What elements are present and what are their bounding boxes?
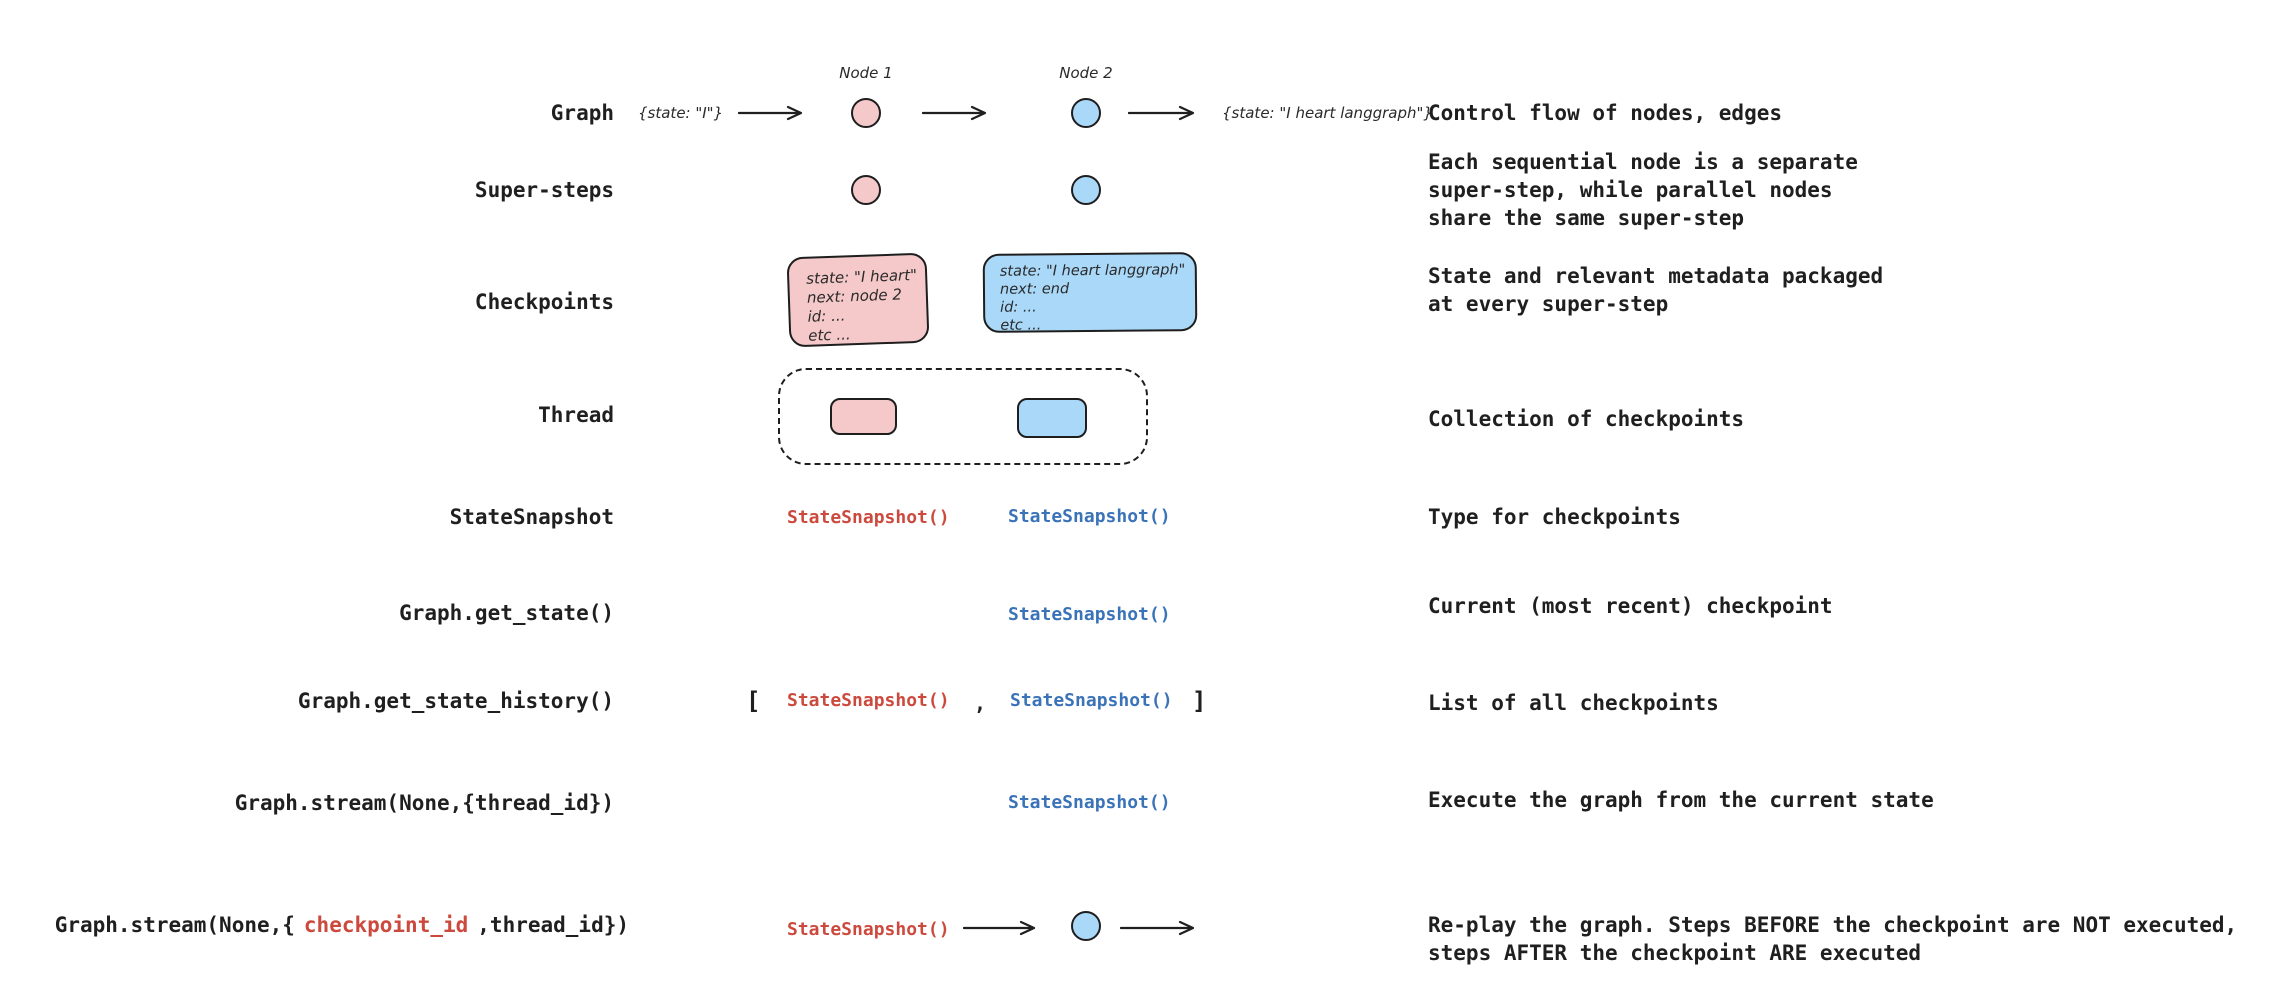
arrow-icon bbox=[738, 105, 803, 121]
history-blue-snapshot-call: StateSnapshot() bbox=[1010, 690, 1173, 711]
replay-node-circle bbox=[1071, 911, 1101, 941]
row-label-checkpoints: Checkpoints bbox=[474, 290, 614, 314]
arrow-icon bbox=[1120, 920, 1195, 936]
graph-input-state-text: {state: "I"} bbox=[638, 104, 724, 122]
row-label-thread: Thread bbox=[538, 403, 614, 427]
checkpoint-pink-box: state: "I heart" next: node 2 id: ... et… bbox=[786, 252, 930, 348]
arrow-icon bbox=[1128, 105, 1195, 121]
desc-state-snapshot: Type for checkpoints bbox=[1428, 505, 1681, 529]
row-label-get-state: Graph.get_state() bbox=[399, 601, 614, 625]
arrow-icon bbox=[963, 920, 1036, 936]
stream-checkpoint-label-prefix: Graph.stream(None,{ bbox=[54, 913, 295, 937]
state-snapshot-red-call: StateSnapshot() bbox=[787, 507, 950, 528]
stream-thread-snapshot-call: StateSnapshot() bbox=[1008, 792, 1171, 813]
stream-checkpoint-id-highlight: checkpoint_id bbox=[303, 913, 469, 937]
node1-title: Node 1 bbox=[839, 64, 893, 82]
row-label-stream-checkpoint: Graph.stream(None,{ checkpoint_id ,thread_… bbox=[0, 911, 629, 939]
history-red-snapshot-call: StateSnapshot() bbox=[787, 690, 950, 711]
state-snapshot-blue-call: StateSnapshot() bbox=[1008, 506, 1171, 527]
desc-graph: Control flow of nodes, edges bbox=[1428, 101, 1783, 125]
row-label-super-steps: Super-steps bbox=[474, 178, 614, 202]
desc-super-steps: Each sequential node is a separate super… bbox=[1428, 150, 1858, 230]
super-step-blue-circle bbox=[1071, 175, 1101, 205]
stream-checkpoint-label-suffix: ,thread_id}) bbox=[477, 913, 629, 937]
desc-get-state-history: List of all checkpoints bbox=[1428, 691, 1719, 715]
thread-dashed-box bbox=[778, 368, 1148, 465]
history-open-bracket: [ bbox=[746, 687, 761, 715]
graph-output-state-text: {state: "I heart langgraph"} bbox=[1222, 104, 1433, 122]
thread-pink-checkpoint bbox=[830, 398, 897, 435]
row-label-stream-thread: Graph.stream(None,{thread_id}) bbox=[234, 791, 614, 815]
checkpoint-blue-box: state: "I heart langgraph" next: end id:… bbox=[982, 252, 1198, 334]
super-step-pink-circle bbox=[851, 175, 881, 205]
thread-blue-checkpoint bbox=[1017, 398, 1087, 438]
desc-thread: Collection of checkpoints bbox=[1428, 407, 1745, 431]
history-close-bracket: ] bbox=[1192, 687, 1207, 715]
desc-checkpoints: State and relevant metadata packaged at … bbox=[1428, 264, 1884, 316]
arrow-icon bbox=[922, 105, 987, 121]
node2-title: Node 2 bbox=[1059, 64, 1113, 82]
get-state-snapshot-call: StateSnapshot() bbox=[1008, 604, 1171, 625]
desc-get-state: Current (most recent) checkpoint bbox=[1428, 594, 1833, 618]
stream-checkpoint-snapshot-call: StateSnapshot() bbox=[787, 919, 950, 940]
node1-circle bbox=[851, 98, 881, 128]
row-label-get-state-history: Graph.get_state_history() bbox=[297, 689, 614, 713]
row-label-graph: Graph bbox=[550, 101, 614, 125]
desc-stream-checkpoint: Re-play the graph. Steps BEFORE the chec… bbox=[1428, 913, 2238, 965]
desc-stream-thread: Execute the graph from the current state bbox=[1428, 788, 1934, 812]
row-label-state-snapshot: StateSnapshot bbox=[449, 505, 614, 529]
node2-circle bbox=[1071, 98, 1101, 128]
history-comma: , bbox=[974, 691, 987, 715]
